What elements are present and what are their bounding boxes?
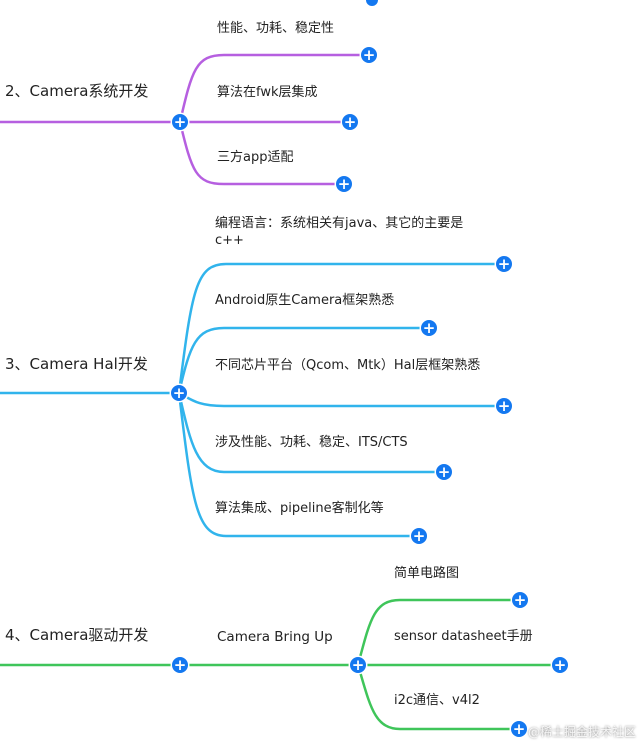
plus-icon[interactable]: + bbox=[512, 591, 528, 609]
node-b3-c1: 编程语言：系统相关有java、其它的主要是c++ bbox=[215, 216, 464, 248]
node-b4-c2: sensor datasheet手册 bbox=[394, 629, 533, 644]
plus-icon[interactable]: + bbox=[511, 720, 527, 738]
node-b4-c1: 简单电路图 bbox=[394, 566, 460, 581]
connector-b3-c3 bbox=[177, 391, 506, 408]
node-b3-c3: 不同芯片平台（Qcom、Mtk）Hal层框架熟悉 bbox=[215, 358, 481, 373]
node-b3-c2: Android原生Camera框架熟悉 bbox=[215, 293, 395, 308]
node-b3-c5: 算法集成、pipeline客制化等 bbox=[215, 501, 384, 516]
branch-title-camera-hal: 3、Camera Hal开发 bbox=[5, 355, 148, 373]
connector-b3-c1 bbox=[177, 262, 506, 395]
plus-icon[interactable]: + bbox=[172, 656, 188, 674]
plus-icon[interactable]: + bbox=[421, 319, 437, 337]
branch-title-camera-system: 2、Camera系统开发 bbox=[5, 82, 149, 100]
connector-b2-c1 bbox=[178, 53, 371, 124]
node-b2-c1: 性能、功耗、稳定性 bbox=[217, 21, 335, 36]
connector-b3-c2 bbox=[177, 326, 431, 395]
plus-icon[interactable]: + bbox=[172, 113, 188, 131]
plus-icon[interactable]: + bbox=[361, 46, 377, 64]
watermark: @稀土掘金技术社区 bbox=[528, 725, 637, 739]
plus-icon[interactable]: + bbox=[336, 175, 352, 193]
plus-icon[interactable]: + bbox=[436, 463, 452, 481]
connector-b4-c3 bbox=[356, 663, 521, 731]
node-b4-bringup: Camera Bring Up bbox=[217, 629, 333, 645]
branch-title-camera-driver: 4、Camera驱动开发 bbox=[5, 626, 149, 644]
collapsed-node-dot bbox=[366, 0, 378, 6]
connector-b2-c3 bbox=[178, 120, 346, 186]
connector-b3-c4 bbox=[177, 391, 446, 474]
plus-icon[interactable]: + bbox=[496, 255, 512, 273]
connector-b4-c1 bbox=[356, 598, 522, 667]
plus-icon[interactable]: + bbox=[411, 527, 427, 545]
node-b3-c4: 涉及性能、功耗、稳定、ITS/CTS bbox=[215, 435, 408, 450]
plus-icon[interactable]: + bbox=[496, 397, 512, 415]
node-b2-c2: 算法在fwk层集成 bbox=[217, 85, 318, 100]
connector-b3-c5 bbox=[177, 391, 421, 538]
node-b2-c3: 三方app适配 bbox=[217, 150, 294, 165]
node-b4-c3: i2c通信、v4l2 bbox=[394, 693, 480, 708]
plus-icon[interactable]: + bbox=[171, 384, 187, 402]
plus-icon[interactable]: + bbox=[552, 656, 568, 674]
plus-icon[interactable]: + bbox=[342, 113, 358, 131]
plus-icon[interactable]: + bbox=[350, 656, 366, 674]
